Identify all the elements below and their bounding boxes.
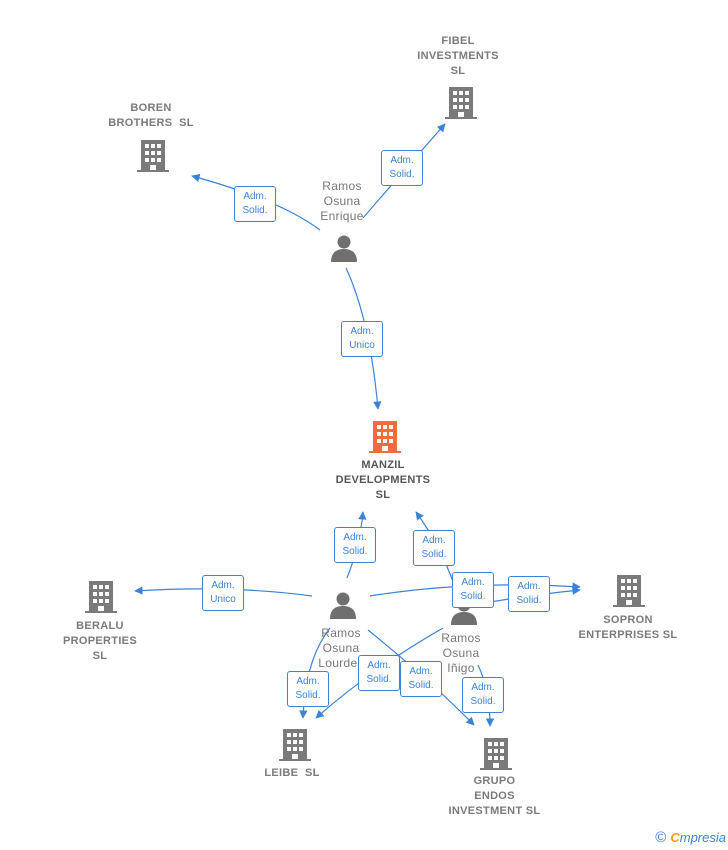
person-icon-enrique[interactable] — [330, 234, 358, 262]
node-label-beralu[interactable]: BERALU PROPERTIES SL — [63, 620, 137, 662]
edge-label-enrique-fibel[interactable]: Adm. Solid. — [381, 150, 423, 186]
edge-label-lourdes-manzil[interactable]: Adm. Solid. — [334, 527, 376, 563]
edge-label-lourdes-grupo[interactable]: Adm. Solid. — [400, 661, 442, 697]
node-label-grupo[interactable]: GRUPO ENDOS INVESTMENT SL — [448, 775, 541, 817]
empresia-logo-initial: C — [670, 830, 680, 845]
node-label-enrique[interactable]: Ramos Osuna Enrique — [320, 179, 364, 223]
empresia-logo-rest: mpresia — [679, 830, 726, 845]
building-icon-manzil[interactable] — [369, 419, 401, 453]
empresia-credit[interactable]: ©Cmpresia — [655, 829, 726, 846]
edge-label-inigo-grupo[interactable]: Adm. Solid. — [462, 677, 504, 713]
edge-label-lourdes-sopron[interactable]: Adm. Solid. — [452, 572, 494, 608]
node-label-boren[interactable]: BOREN BROTHERS SL — [108, 102, 194, 129]
building-icon-fibel[interactable] — [445, 85, 477, 119]
node-label-lourdes[interactable]: Ramos Osuna Lourdes — [318, 626, 364, 670]
building-icon-leibe[interactable] — [279, 727, 311, 761]
node-label-fibel[interactable]: FIBEL INVESTMENTS SL — [417, 35, 499, 77]
building-icon-beralu[interactable] — [85, 579, 117, 613]
edge-label-inigo-manzil[interactable]: Adm. Solid. — [413, 530, 455, 566]
building-icon-grupo[interactable] — [480, 736, 512, 770]
building-icon-sopron[interactable] — [613, 573, 645, 607]
edge-label-lourdes-leibe[interactable]: Adm. Solid. — [287, 671, 329, 707]
node-label-leibe[interactable]: LEIBE SL — [264, 767, 320, 779]
node-label-manzil[interactable]: MANZIL DEVELOPMENTS SL — [335, 459, 431, 501]
empresia-logo: Cmpresia — [670, 830, 726, 845]
edge-label-lourdes-beralu[interactable]: Adm. Unico — [202, 575, 244, 611]
person-icon-lourdes[interactable] — [329, 591, 357, 619]
copyright-symbol: © — [655, 829, 667, 846]
node-label-sopron[interactable]: SOPRON ENTERPRISES SL — [578, 614, 678, 641]
building-icon-boren[interactable] — [137, 138, 169, 172]
node-label-inigo[interactable]: Ramos Osuna Iñigo — [441, 631, 481, 675]
edge-label-inigo-sopron[interactable]: Adm. Solid. — [508, 576, 550, 612]
edge-label-enrique-manzil[interactable]: Adm. Unico — [341, 321, 383, 357]
edge-label-enrique-boren[interactable]: Adm. Solid. — [234, 186, 276, 222]
edge-label-inigo-leibe[interactable]: Adm. Solid. — [358, 655, 400, 691]
